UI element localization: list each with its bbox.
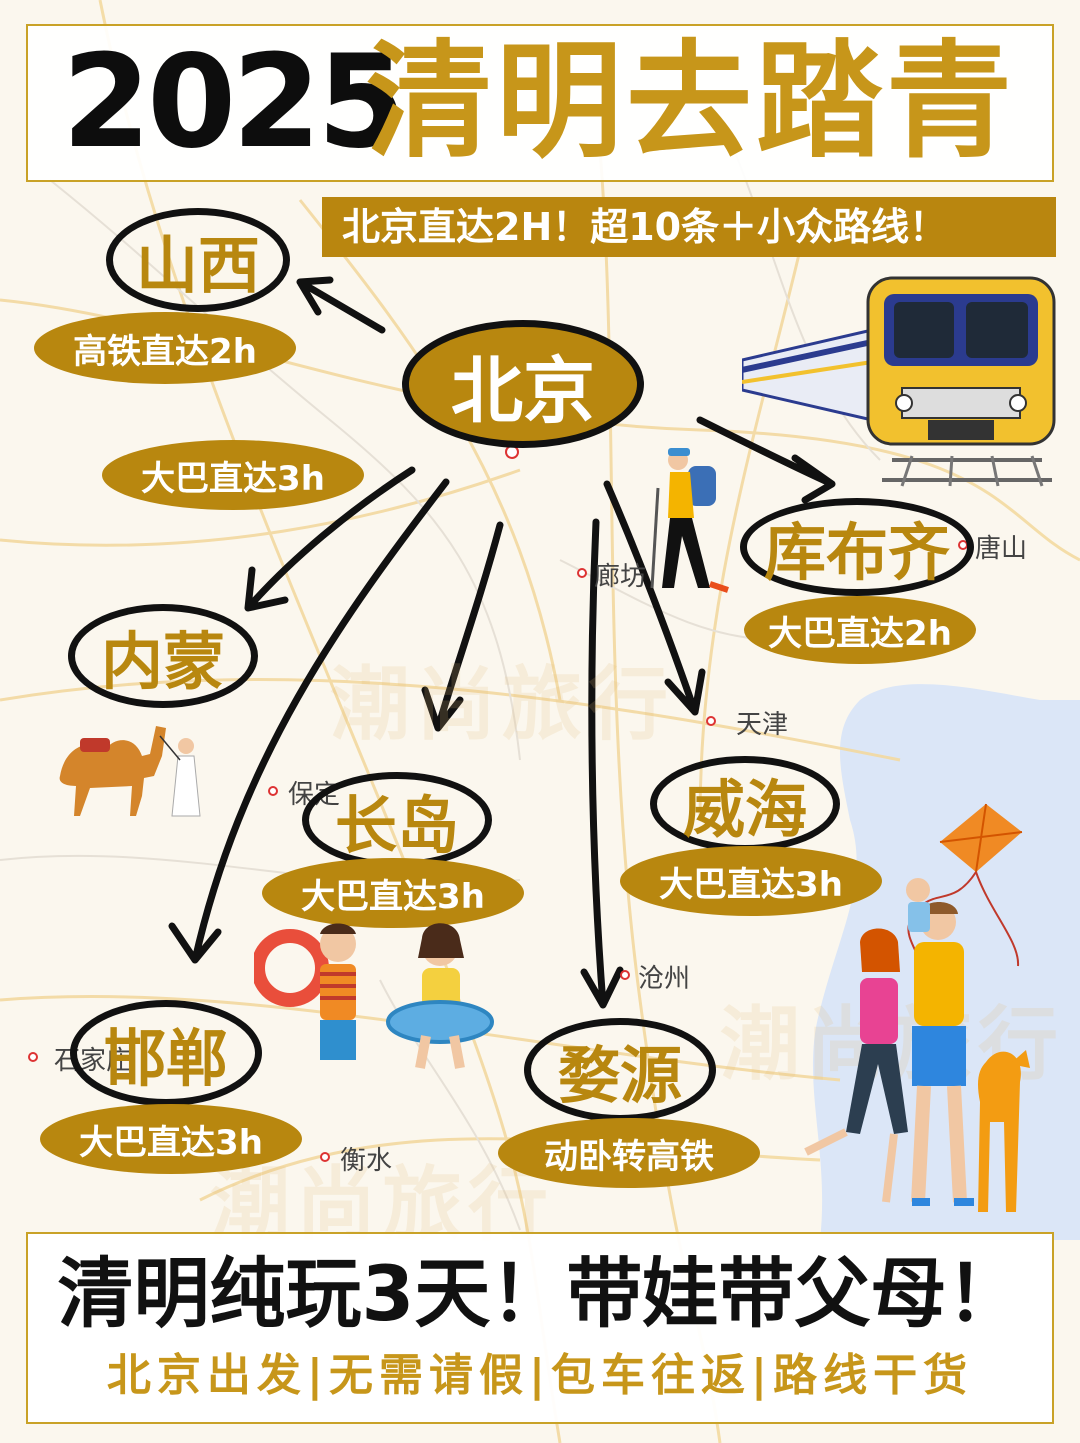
train-illustration (742, 276, 1056, 487)
city-label-tangshan: 唐山 (975, 534, 1028, 564)
beijing-node: 北京 (402, 320, 644, 448)
swimmers-illustration (254, 923, 494, 1069)
dest-shanxi: 山西 (106, 208, 290, 312)
city-label-hengshui: 衡水 (340, 1146, 393, 1176)
footer-headline: 清明纯玩3天！带娃带父母！ (57, 1249, 1023, 1338)
footer-box: 清明纯玩3天！带娃带父母！ 北京出发|无需请假|包车往返|路线干货 (26, 1232, 1054, 1424)
footer-tags: 北京出发|无需请假|包车往返|路线干货 (106, 1350, 974, 1401)
title-box: 2025 清明去踏青 (26, 24, 1054, 182)
watermark-1: 潮尚旅行 (330, 658, 674, 751)
city-dot-hengshui (320, 1152, 330, 1162)
city-dot-langfang (577, 568, 587, 578)
subtitle-bar: 北京直达2H！超10条＋小众路线！ (322, 197, 1056, 257)
arrow-to-kubuqi (696, 416, 836, 504)
family-illustration (804, 803, 1030, 1212)
transport-wuyuan: 动卧转高铁 (498, 1118, 760, 1188)
dest-kubuqi: 库布齐 (740, 498, 974, 596)
hiker-illustration (650, 448, 729, 593)
title-main: 清明去踏青 (366, 28, 1016, 175)
arrow-to-changdao (421, 521, 504, 732)
city-dot-baoding (268, 786, 278, 796)
camel-illustration (59, 726, 201, 817)
transport-handan: 大巴直达3h (40, 1104, 302, 1174)
arrow-to-handan (168, 478, 450, 964)
city-label-cangzhou: 沧州 (638, 964, 691, 994)
arrow-to-wuyuan (580, 518, 624, 1009)
arrow-to-shanxi (296, 276, 386, 334)
transport-kubuqi: 大巴直达2h (744, 596, 976, 664)
city-dot-tianjin (706, 716, 716, 726)
city-label-langfang: 廊坊 (594, 562, 647, 592)
arrow-to-weihai (603, 480, 706, 716)
transport-weihai: 大巴直达3h (620, 846, 882, 916)
dest-wuyuan: 婺源 (524, 1018, 716, 1122)
transport-changdao: 大巴直达3h (262, 858, 524, 928)
dest-handan: 邯郸 (70, 1000, 262, 1106)
dest-changdao: 长岛 (302, 772, 492, 868)
transport-shanxi: 高铁直达2h (34, 312, 296, 384)
city-dot-cangzhou (620, 970, 630, 980)
city-dot-shijiazhuang (28, 1052, 38, 1062)
dest-neimeng: 内蒙 (68, 604, 258, 708)
transport-neimeng: 大巴直达3h (102, 440, 364, 510)
city-label-tianjin: 天津 (736, 710, 789, 740)
arrow-to-neimeng (244, 466, 416, 612)
title-year: 2025 (62, 28, 406, 177)
